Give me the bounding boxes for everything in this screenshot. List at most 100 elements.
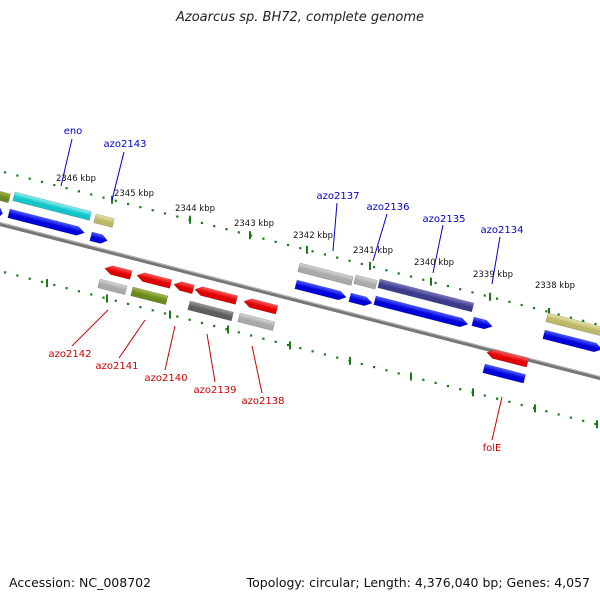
gene-shape [471, 316, 493, 330]
tick-dot [274, 340, 277, 343]
leader-azo2137 [332, 202, 338, 252]
tick-dot [90, 293, 93, 296]
gene-label-reverse: azo2140 [145, 373, 188, 384]
gene-blue-left [0, 206, 3, 218]
gene-label-reverse: azo2138 [242, 396, 285, 407]
leader-azo2142 [71, 309, 109, 347]
gene-azo2139-b [187, 300, 234, 322]
tick-dot [545, 410, 548, 413]
tick-dot [237, 231, 240, 234]
tick-dot [28, 177, 31, 180]
gene-forward-5 [373, 295, 469, 328]
gene-blue-right [542, 329, 600, 353]
gene-shape [93, 213, 115, 228]
tick-dot [250, 334, 253, 337]
leader-azo2138 [251, 345, 263, 394]
gene-shape [97, 278, 128, 296]
tick-dot [176, 315, 179, 318]
gene-label-forward: azo2134 [481, 225, 524, 236]
tick-dot [102, 196, 105, 199]
gene-azo2142 [104, 265, 133, 280]
leader-azo2134 [491, 236, 501, 285]
tick-dot [360, 362, 363, 366]
gene-olive-left [0, 189, 11, 204]
gene-azo2136 [353, 274, 378, 290]
tick-dot [188, 318, 191, 321]
tick-dot [65, 187, 68, 190]
tick-dot [286, 343, 290, 347]
tick-dot [496, 397, 499, 400]
tick-dot [213, 224, 216, 228]
tick-dot [127, 302, 130, 306]
tick-dot [139, 206, 142, 209]
gene-label-reverse: azo2142 [49, 349, 92, 360]
tick-dot [471, 291, 474, 294]
tick-dot [213, 324, 216, 328]
tick-dot [262, 337, 265, 340]
tick-dot [336, 256, 339, 259]
accession-text: Accession: NC_008702 [9, 575, 152, 590]
tick-dot [77, 190, 80, 193]
gene-azo2138-a [243, 298, 279, 315]
kbp-label: 2342 kbp [293, 231, 333, 241]
tick-dot [200, 321, 203, 325]
tick-dot [163, 212, 167, 215]
tick-dot [594, 322, 597, 326]
tick-dot [323, 253, 326, 256]
tick-dot [385, 369, 388, 372]
gene-label-reverse: folE [483, 443, 502, 454]
gene-shape [0, 189, 11, 204]
tick-dot [163, 312, 167, 315]
kbp-label: 2341 kbp [353, 246, 393, 256]
tick-dot [237, 331, 240, 334]
leader-azo2140 [164, 325, 176, 371]
gene-forward-2 [89, 231, 108, 244]
gene-azo2137 [297, 262, 354, 286]
gene-azo2141-a [136, 272, 173, 289]
tick-dot [422, 278, 425, 281]
tick-dot [348, 259, 351, 262]
tick-dot [274, 240, 277, 243]
leader-azo2139 [206, 333, 216, 383]
tick-dot [569, 416, 572, 419]
kbp-label: 2338 kbp [535, 281, 575, 291]
tick-dot [176, 215, 179, 218]
tick-dot [16, 174, 19, 177]
gene-shape [542, 329, 600, 353]
gene-label-reverse: azo2139 [194, 385, 237, 396]
tick-dot [28, 277, 31, 280]
tick-dot [311, 250, 314, 253]
tick-dot [446, 384, 449, 388]
gene-shape [0, 206, 3, 218]
gene-label-forward: azo2137 [317, 191, 360, 202]
tick-dot [508, 400, 511, 403]
gene-shape [294, 279, 347, 301]
kbp-label: 2344 kbp [175, 204, 215, 214]
gene-shape [104, 265, 133, 280]
kbp-label: 2340 kbp [414, 258, 454, 268]
gene-folE-a [486, 349, 530, 368]
tick-dot [569, 316, 572, 319]
tick-dot [582, 419, 585, 422]
gene-eno [12, 191, 92, 221]
tick-dot [225, 228, 228, 231]
gene-forward-3 [294, 279, 347, 301]
tick-dot [360, 262, 363, 266]
genome-backbone-highlight [0, 221, 600, 378]
gene-forward-4 [348, 292, 373, 307]
tick-dot [250, 234, 253, 237]
gene-azo2139-a [194, 286, 239, 305]
tick-dot [434, 381, 437, 384]
tick-dot [299, 347, 302, 350]
gene-label-forward: azo2143 [104, 139, 147, 150]
gene-shape [7, 208, 85, 236]
gene-shape [353, 274, 378, 290]
tick-dot [53, 183, 56, 187]
tick-dot [409, 275, 413, 278]
gene-azo2141-b [130, 286, 169, 306]
lower-tick-track [4, 271, 598, 429]
leader-azo2136 [372, 213, 388, 262]
gene-shape [173, 281, 195, 295]
gene-label-forward: azo2136 [367, 202, 410, 213]
